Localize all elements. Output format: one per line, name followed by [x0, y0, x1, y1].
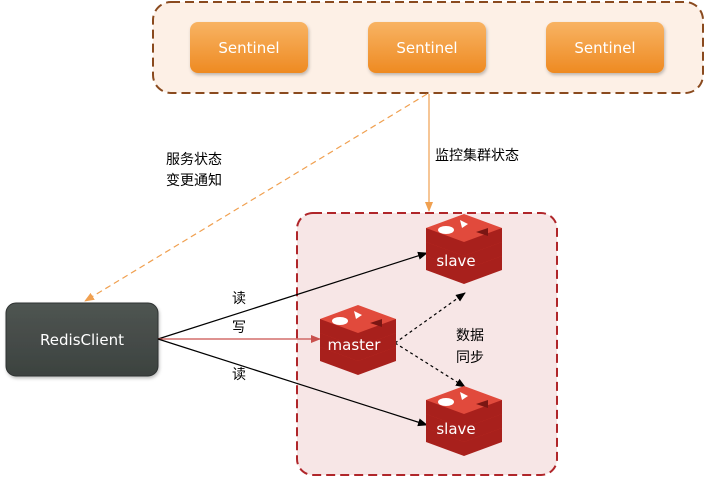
sentinel-node-3: Sentinel	[546, 22, 664, 73]
redis-slave-bottom-logo-wedge	[476, 400, 488, 408]
sentinel-node-1: Sentinel	[190, 22, 308, 73]
redis-master-logo-star	[354, 311, 362, 319]
redis-slave-top: slave	[426, 214, 502, 284]
sentinel-label-3: Sentinel	[574, 39, 635, 57]
read-label-top: 读	[232, 290, 246, 307]
notify-label-line-2: 变更通知	[166, 172, 222, 189]
redis-client: RedisClient	[5, 302, 159, 377]
read-label-bottom: 读	[232, 366, 246, 383]
sentinel-box-1	[190, 22, 308, 73]
redis-client-label: RedisClient	[40, 331, 124, 349]
write-label: 写	[232, 320, 246, 336]
redis-slave-top-top-face	[426, 214, 502, 242]
read-arrow-bottom	[157, 338, 428, 427]
read-arrow-top	[157, 251, 428, 340]
redis-master-top-face	[320, 305, 396, 333]
sentinel-label-1: Sentinel	[218, 39, 279, 57]
redis-slave-top-logo-wedge	[476, 228, 488, 236]
sentinel-box-3	[546, 22, 664, 73]
sentinel-node-2: Sentinel	[368, 22, 486, 73]
redis-slave-top-label: slave	[436, 252, 475, 270]
redis-master-logo-ellipse	[332, 317, 348, 325]
sync-arrow-top	[394, 292, 466, 344]
redis-master-label: master	[328, 336, 382, 354]
notify-arrow	[84, 93, 428, 302]
redis-slave-bottom-label: slave	[436, 420, 475, 438]
redis-slave-bottom: slave	[426, 386, 502, 456]
sentinel-box-2	[368, 22, 486, 73]
redis-slave-bottom-logo-ellipse	[438, 398, 454, 406]
sync-label-line-2: 同步	[456, 350, 484, 366]
sentinel-label-2: Sentinel	[396, 39, 457, 57]
redis-master-logo-wedge	[370, 319, 382, 327]
notify-label-line-1: 服务状态	[166, 152, 222, 168]
sync-label-line-1: 数据	[456, 328, 484, 344]
sync-arrow-bottom	[394, 342, 466, 388]
redis-slave-top-logo-ellipse	[438, 226, 454, 234]
redis-slave-bottom-logo-star	[460, 392, 468, 400]
monitor-label: 监控集群状态	[435, 147, 519, 164]
redis-slave-top-logo-star	[460, 220, 468, 228]
redis-slave-bottom-top-face	[426, 386, 502, 414]
redis-master: master	[320, 305, 396, 375]
